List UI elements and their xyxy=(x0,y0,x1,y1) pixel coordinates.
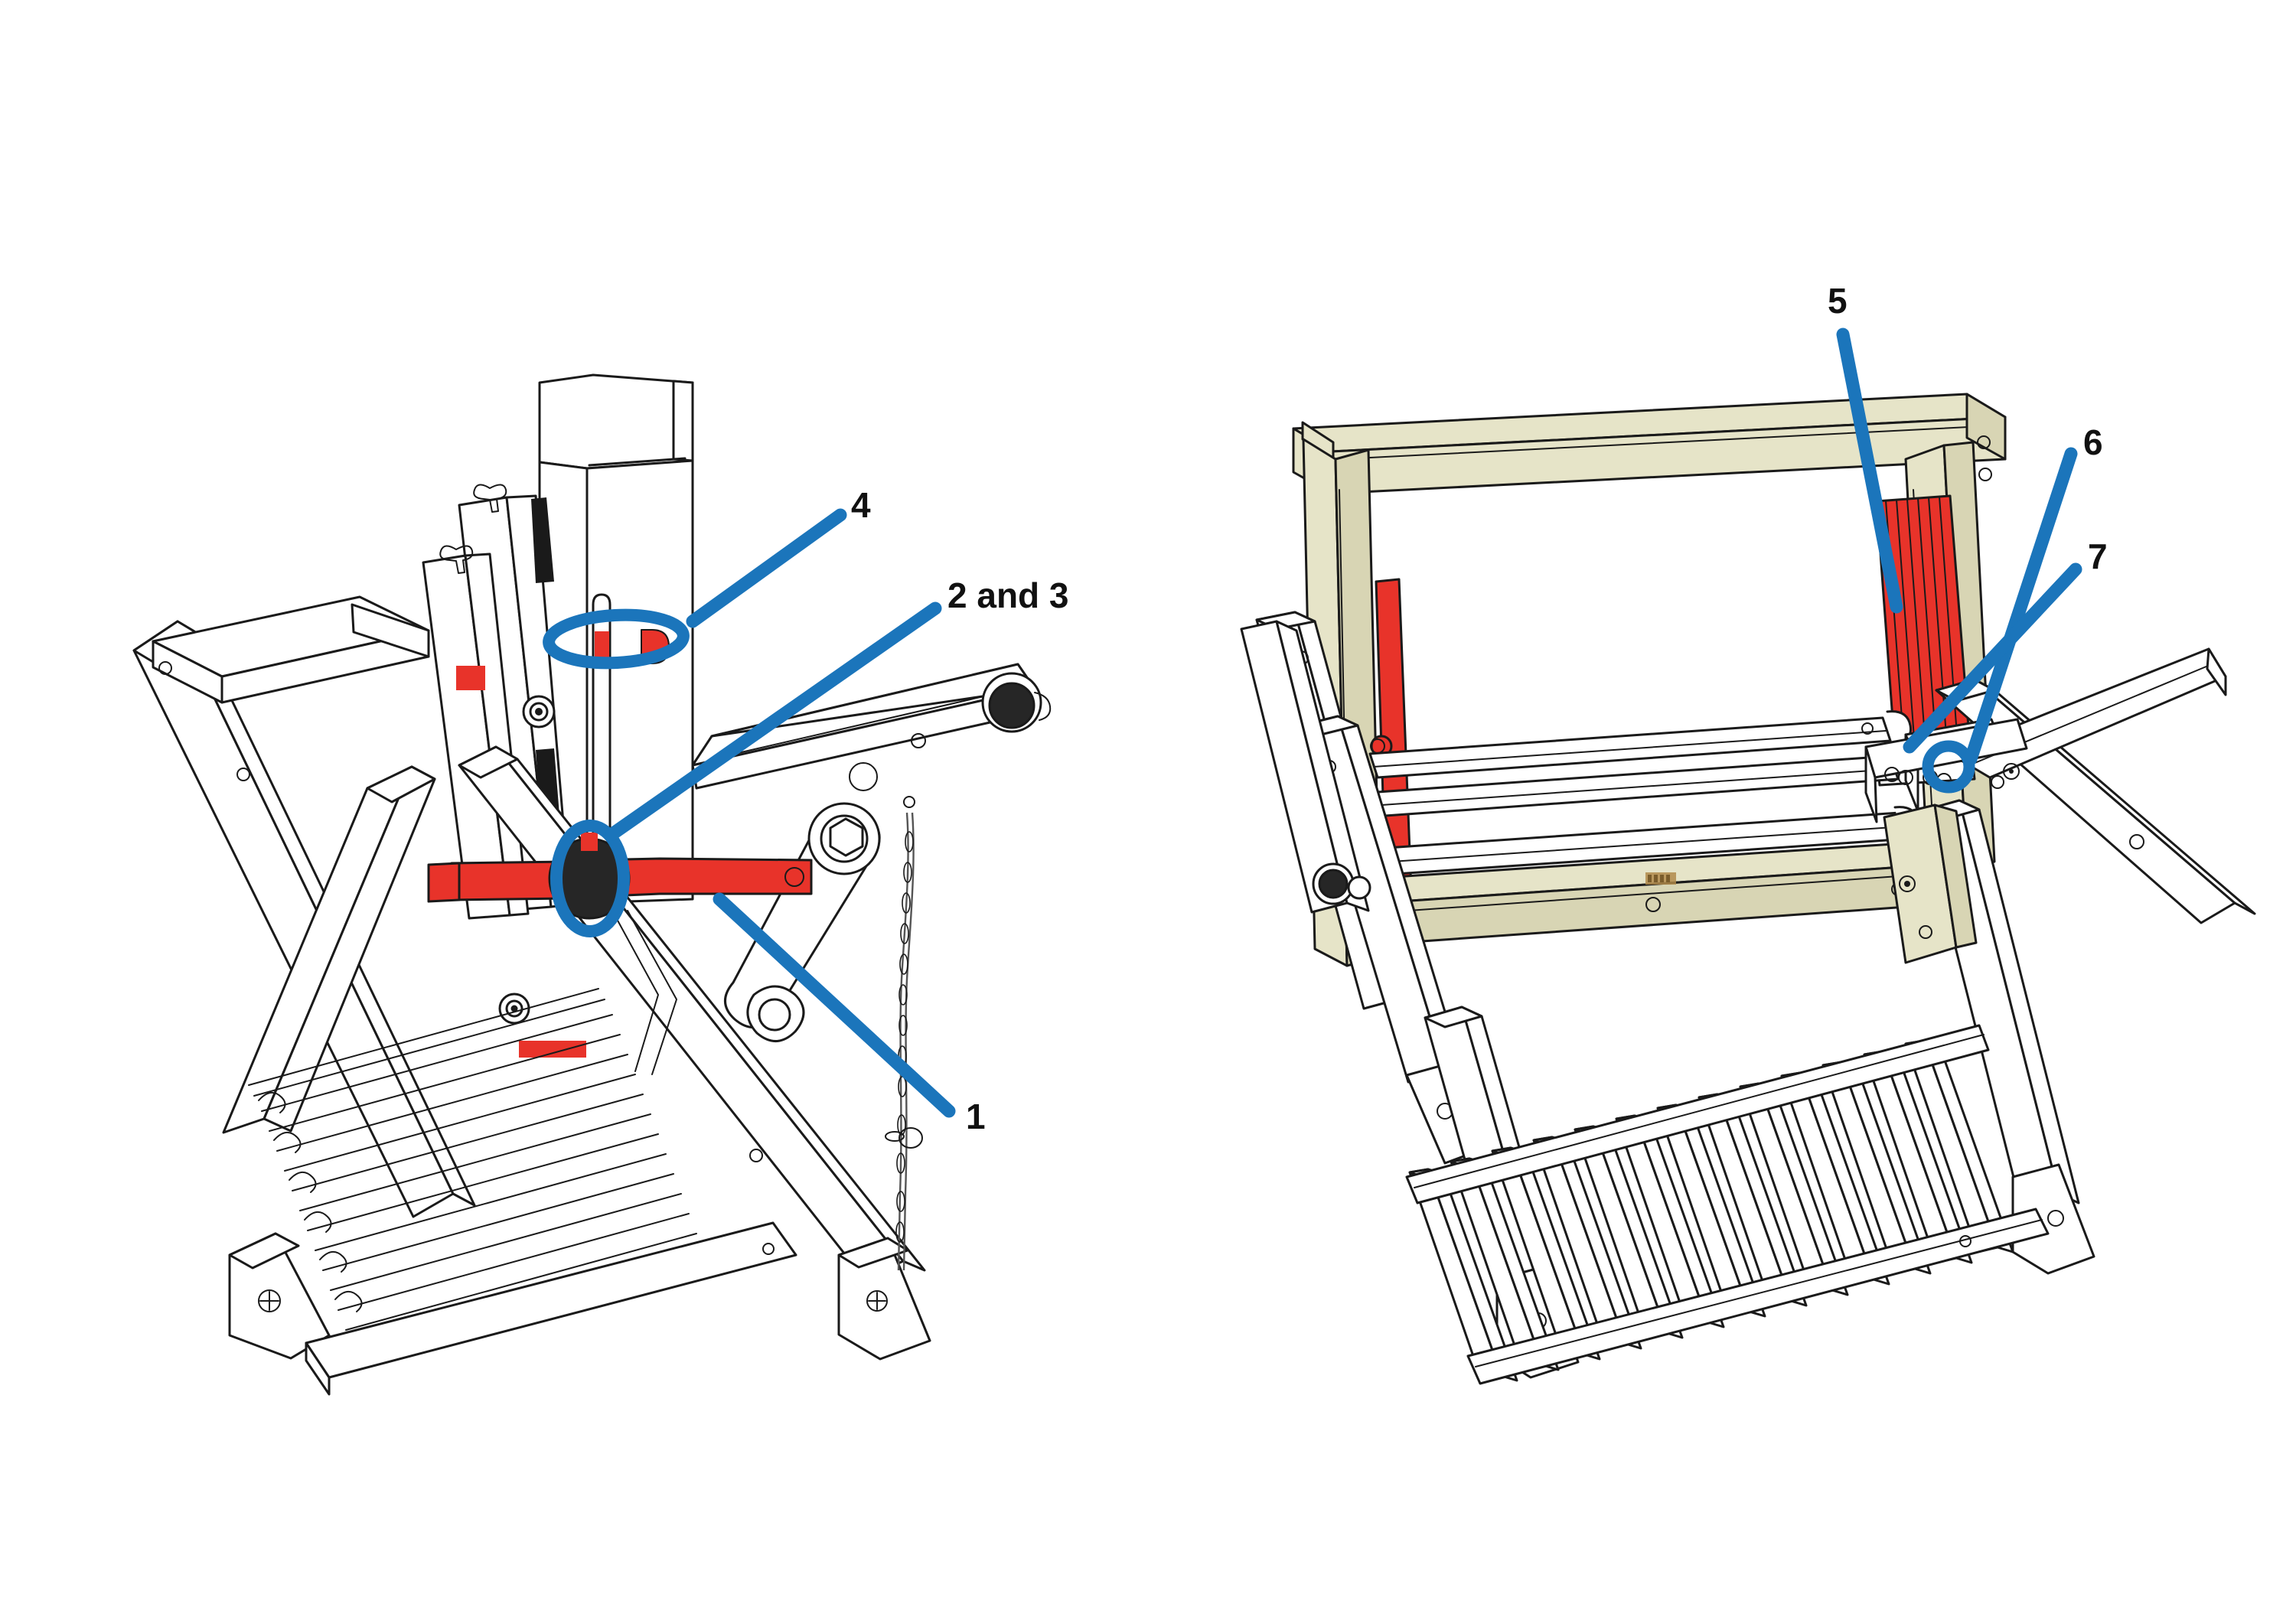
brand-stamp xyxy=(1645,872,1676,885)
callout-2and3-leader xyxy=(605,601,942,841)
left-gas-strut xyxy=(724,802,881,1042)
callout-4-ellipse xyxy=(543,608,690,670)
callout-5-leader xyxy=(1836,328,1903,614)
right-slat-shelf xyxy=(1405,1024,2050,1385)
callout-layer xyxy=(543,328,2082,1118)
callout-4-leader xyxy=(686,508,847,628)
callout-label-5: 5 xyxy=(1828,281,1848,321)
callout-7-leader xyxy=(1903,562,2082,754)
callout-1-leader xyxy=(713,892,956,1118)
figure-left xyxy=(132,373,1052,1396)
callout-6-leader xyxy=(1964,447,2078,766)
callout-label-1: 1 xyxy=(966,1097,986,1136)
callout-label-2-and-3: 2 and 3 xyxy=(947,575,1069,615)
callout-label-7: 7 xyxy=(2088,536,2108,576)
callout-6-circle xyxy=(1922,740,1975,794)
right-left-legs xyxy=(1240,611,1580,1379)
callout-label-4: 4 xyxy=(851,485,871,525)
right-top-rail xyxy=(1292,393,2007,495)
left-leg-back-left xyxy=(222,765,436,1134)
left-tray-arm xyxy=(152,595,430,781)
callout-2and3-ellipse xyxy=(550,820,630,937)
slats xyxy=(1408,1039,2014,1382)
callout-label-6: 6 xyxy=(2083,422,2103,462)
right-lower-bracket xyxy=(1883,804,1978,964)
left-upper-right-arm xyxy=(691,663,1052,808)
left-hanging-chain xyxy=(885,812,923,1271)
left-red-lift-bar xyxy=(427,837,813,920)
left-slat-tray xyxy=(248,988,797,1396)
